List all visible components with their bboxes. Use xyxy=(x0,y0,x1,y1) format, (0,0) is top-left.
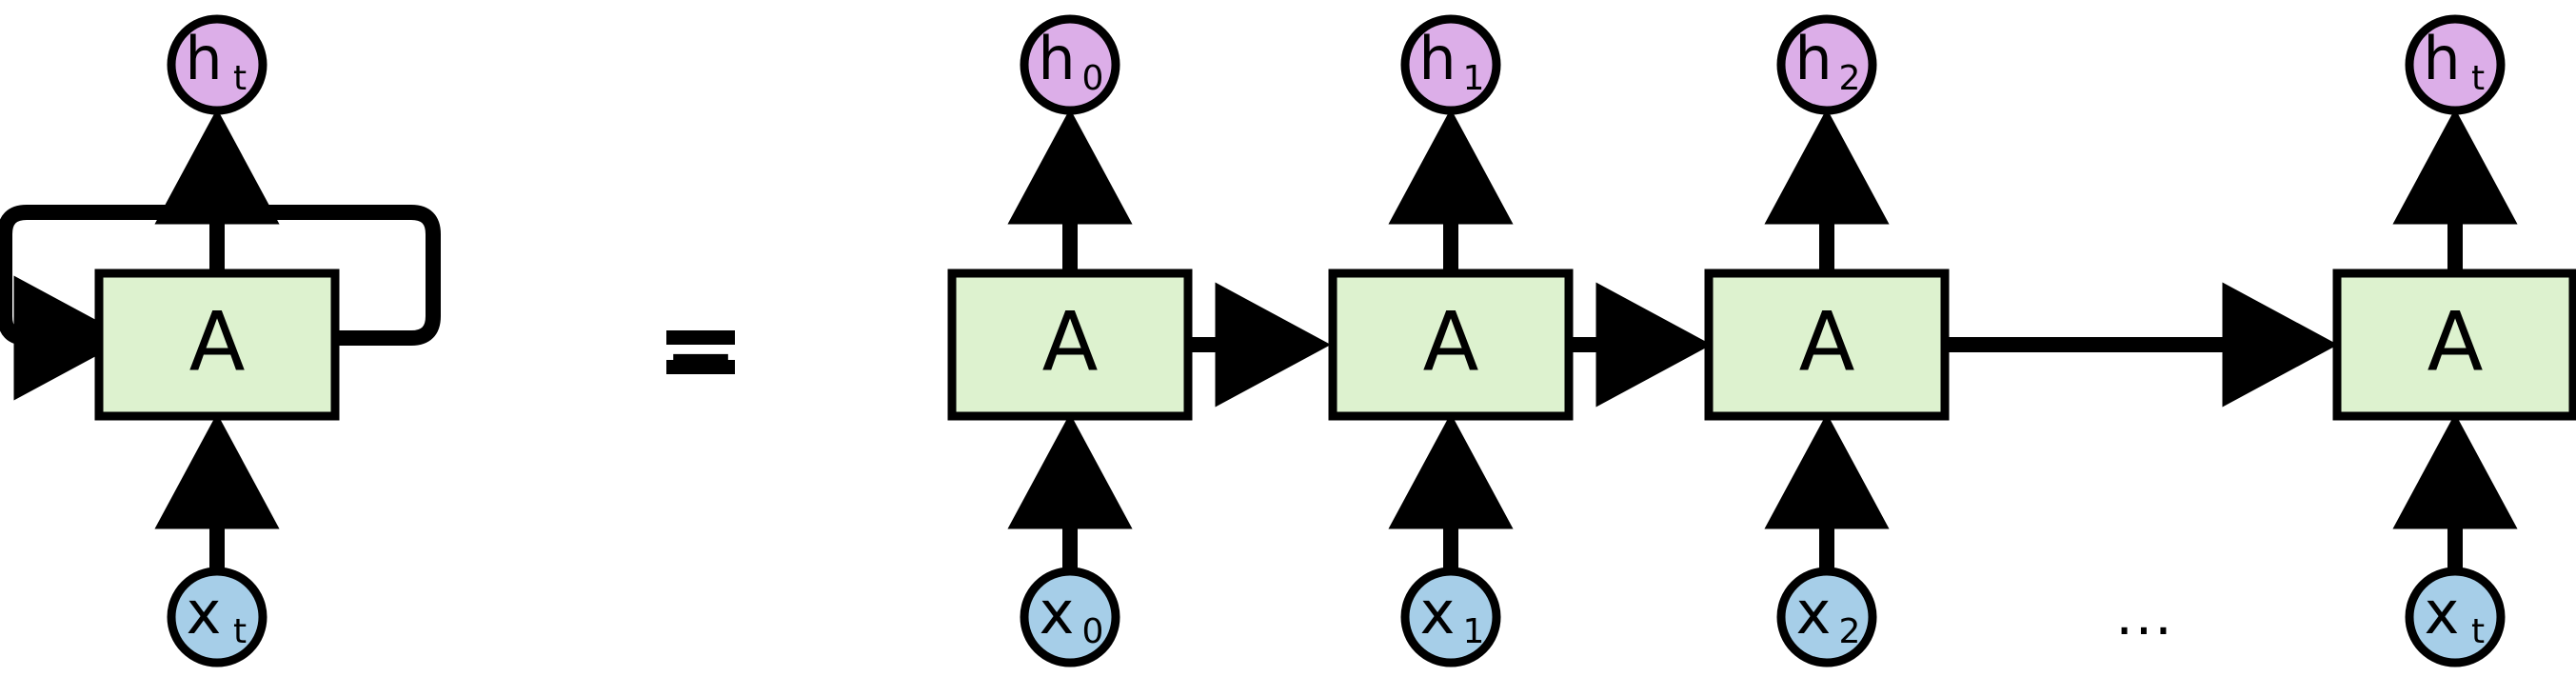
input-label-1: x xyxy=(1420,578,1456,647)
input-node-1[interactable] xyxy=(1400,567,1501,667)
unrolled-step-2: A h 2 x 2 xyxy=(1704,14,1950,667)
rnn-cell-box-t[interactable] xyxy=(2332,269,2576,421)
unrolled-step-0: A h 0 x 0 xyxy=(947,14,1193,667)
input-label-0: x xyxy=(1040,578,1075,647)
rnn-cell-box-1[interactable] xyxy=(1328,269,1574,421)
rnn-cell-label: A xyxy=(189,294,246,389)
hidden-state-node-2[interactable] xyxy=(1776,14,1877,115)
hidden-state-label-2: h xyxy=(1794,24,1832,93)
hidden-state-node-0[interactable] xyxy=(1020,14,1120,115)
hidden-state-node-1[interactable] xyxy=(1400,14,1501,115)
input-node-t[interactable] xyxy=(167,567,268,667)
hidden-state-subscript-0: 0 xyxy=(1082,59,1104,98)
hidden-state-label-t: h xyxy=(185,24,222,93)
input-subscript-1: 1 xyxy=(1463,612,1485,651)
equals-sign-label: = xyxy=(664,295,737,397)
input-node-0[interactable] xyxy=(1020,567,1120,667)
hidden-state-node-final[interactable] xyxy=(2405,14,2506,115)
unrolled-step-t: A h t x t xyxy=(2332,14,2576,667)
rnn-cell-box[interactable] xyxy=(94,269,340,421)
input-label-2: x xyxy=(1796,578,1832,647)
unrolled-step-1: A h 1 x 1 xyxy=(1328,14,1574,667)
hidden-state-subscript-2: 2 xyxy=(1839,59,1861,98)
hidden-state-label-0: h xyxy=(1038,24,1075,93)
input-subscript-t: t xyxy=(233,612,247,651)
input-node-final[interactable] xyxy=(2405,567,2506,667)
hidden-state-label-final: h xyxy=(2423,24,2460,93)
equals-bar-top xyxy=(666,330,735,345)
input-subscript-2: 2 xyxy=(1839,612,1861,651)
hidden-state-label-1: h xyxy=(1418,24,1456,93)
rnn-cell-label-t: A xyxy=(2427,294,2484,389)
input-subscript-0: 0 xyxy=(1082,612,1104,651)
input-label-final: x xyxy=(2425,578,2460,647)
rnn-cell-box-2[interactable] xyxy=(1704,269,1950,421)
equals-sign-group: = xyxy=(664,295,737,397)
input-node-2[interactable] xyxy=(1776,567,1877,667)
hidden-state-subscript-t: t xyxy=(233,59,247,98)
hidden-state-node-t[interactable] xyxy=(167,14,268,115)
rnn-cell-box-0[interactable] xyxy=(947,269,1193,421)
input-label-t: x xyxy=(187,578,222,647)
equals-bar-bottom xyxy=(666,360,735,374)
hidden-state-subscript-final: t xyxy=(2471,59,2485,98)
unrolled-rnn-group: A h 0 x 0 A h 1 x 1 xyxy=(947,14,2576,667)
hidden-state-subscript-1: 1 xyxy=(1463,59,1485,98)
rnn-cell-label-0: A xyxy=(1042,294,1099,389)
folded-rnn-group: A h t x t xyxy=(0,14,441,667)
input-subscript-final: t xyxy=(2471,612,2485,651)
sequence-ellipsis: ... xyxy=(2115,583,2173,647)
rnn-cell-label-2: A xyxy=(1799,294,1855,389)
rnn-cell-label-1: A xyxy=(1423,294,1479,389)
